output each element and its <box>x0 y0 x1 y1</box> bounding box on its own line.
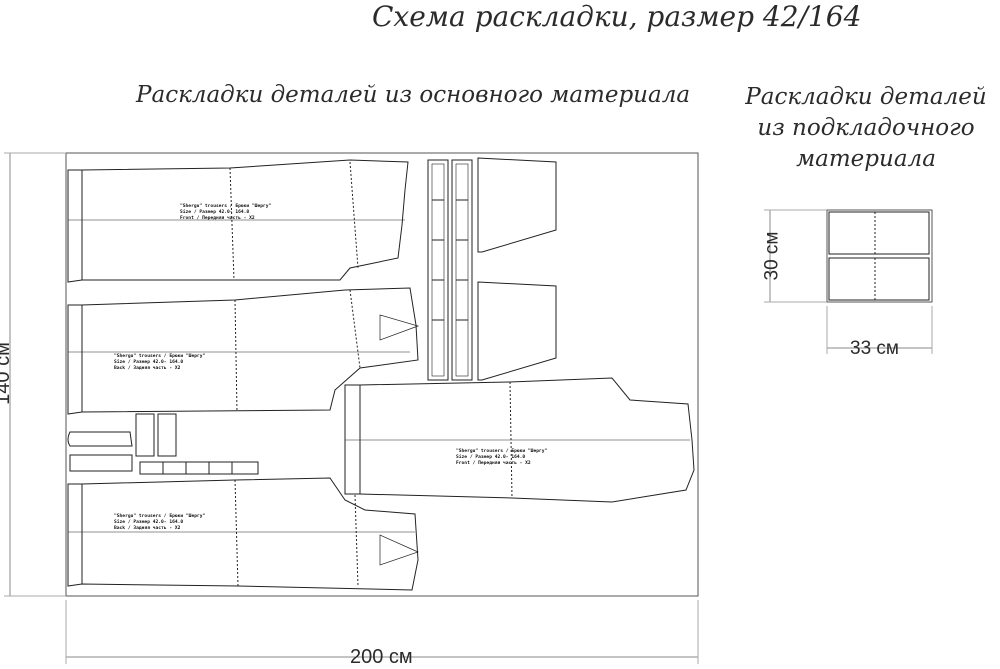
lining-width-label: 33 см <box>850 338 899 359</box>
lining-piece-2 <box>828 257 930 301</box>
pocket-piece-1 <box>477 157 557 253</box>
label-line: Size / Размер 42.0- 164.0 <box>180 209 249 215</box>
small-piece-2 <box>69 454 133 472</box>
label-line: Back / Задняя часть - X2 <box>114 365 181 371</box>
piece-label-front-2: "Shergu" trousers / Брюки "Шергу" Size /… <box>456 448 548 466</box>
loop-strip <box>139 461 259 475</box>
small-piece-1 <box>67 431 133 447</box>
label-line: "Shergu" trousers / Брюки "Шергу" <box>456 448 548 454</box>
label-line: Front / Передняя часть - X2 <box>456 460 531 466</box>
page-title: Схема раскладки, размер 42/164 <box>372 0 862 33</box>
label-line: "Shergu" trousers / Брюки "Шергу" <box>180 203 272 209</box>
label-line: Back / Задняя часть - X2 <box>114 525 181 531</box>
main-height-label: 140 см <box>0 342 14 405</box>
small-piece-4 <box>157 413 177 457</box>
front-piece-1 <box>67 159 409 283</box>
waistband-strip-2 <box>451 159 473 381</box>
main-fabric-rect <box>65 152 699 597</box>
back-piece-1 <box>67 287 419 415</box>
label-line: Size / Размер 42.0- 164.0 <box>114 359 183 365</box>
lining-piece-1 <box>828 211 930 255</box>
piece-label-front-1: "Shergu" trousers / Брюки "Шергу" Size /… <box>180 203 272 221</box>
label-line: "Shergu" trousers / Брюки "Шергу" <box>114 353 206 359</box>
waistband-strip-1 <box>427 159 449 381</box>
label-line: "Shergu" trousers / Брюки "Шергу" <box>114 513 206 519</box>
main-width-label: 200 см <box>350 646 413 668</box>
main-material-heading: Раскладки деталей из основного материала <box>136 82 691 108</box>
lining-height-label: 30 см <box>761 231 783 281</box>
pocket-piece-2 <box>477 281 557 381</box>
piece-label-back-2: "Shergu" trousers / Брюки "Шергу" Size /… <box>114 513 206 531</box>
lining-fabric-rect <box>826 209 933 303</box>
label-line: Size / Размер 42.0- 164.0 <box>114 519 183 525</box>
label-line: Front / Передняя часть - X2 <box>180 215 255 221</box>
back-piece-2 <box>67 477 419 591</box>
label-line: Size / Размер 42.0- 164.0 <box>456 454 525 460</box>
small-piece-3 <box>135 413 155 457</box>
piece-label-back-1: "Shergu" trousers / Брюки "Шергу" Size /… <box>114 353 206 371</box>
lining-material-heading: Раскладки деталей из подкладочного матер… <box>745 84 987 172</box>
front-piece-2 <box>344 377 695 503</box>
